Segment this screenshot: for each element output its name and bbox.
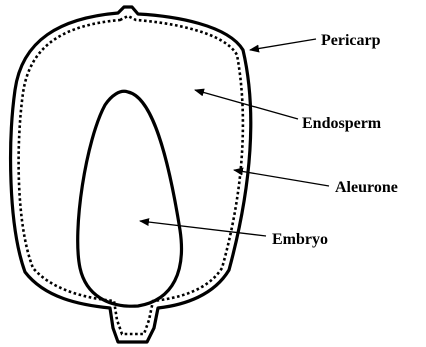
aleurone-label: Aleurone: [335, 179, 398, 196]
embryo-label: Embryo: [272, 231, 328, 248]
pericarp-label: Pericarp: [321, 32, 381, 49]
pericarp-arrow: [250, 39, 316, 50]
aleurone-layer: [19, 16, 243, 334]
embryo-outline: [78, 91, 182, 306]
embryo-arrow: [140, 221, 266, 236]
endosperm-arrow: [195, 90, 298, 119]
pericarp-outline: [11, 7, 251, 342]
endosperm-label: Endosperm: [302, 115, 382, 132]
